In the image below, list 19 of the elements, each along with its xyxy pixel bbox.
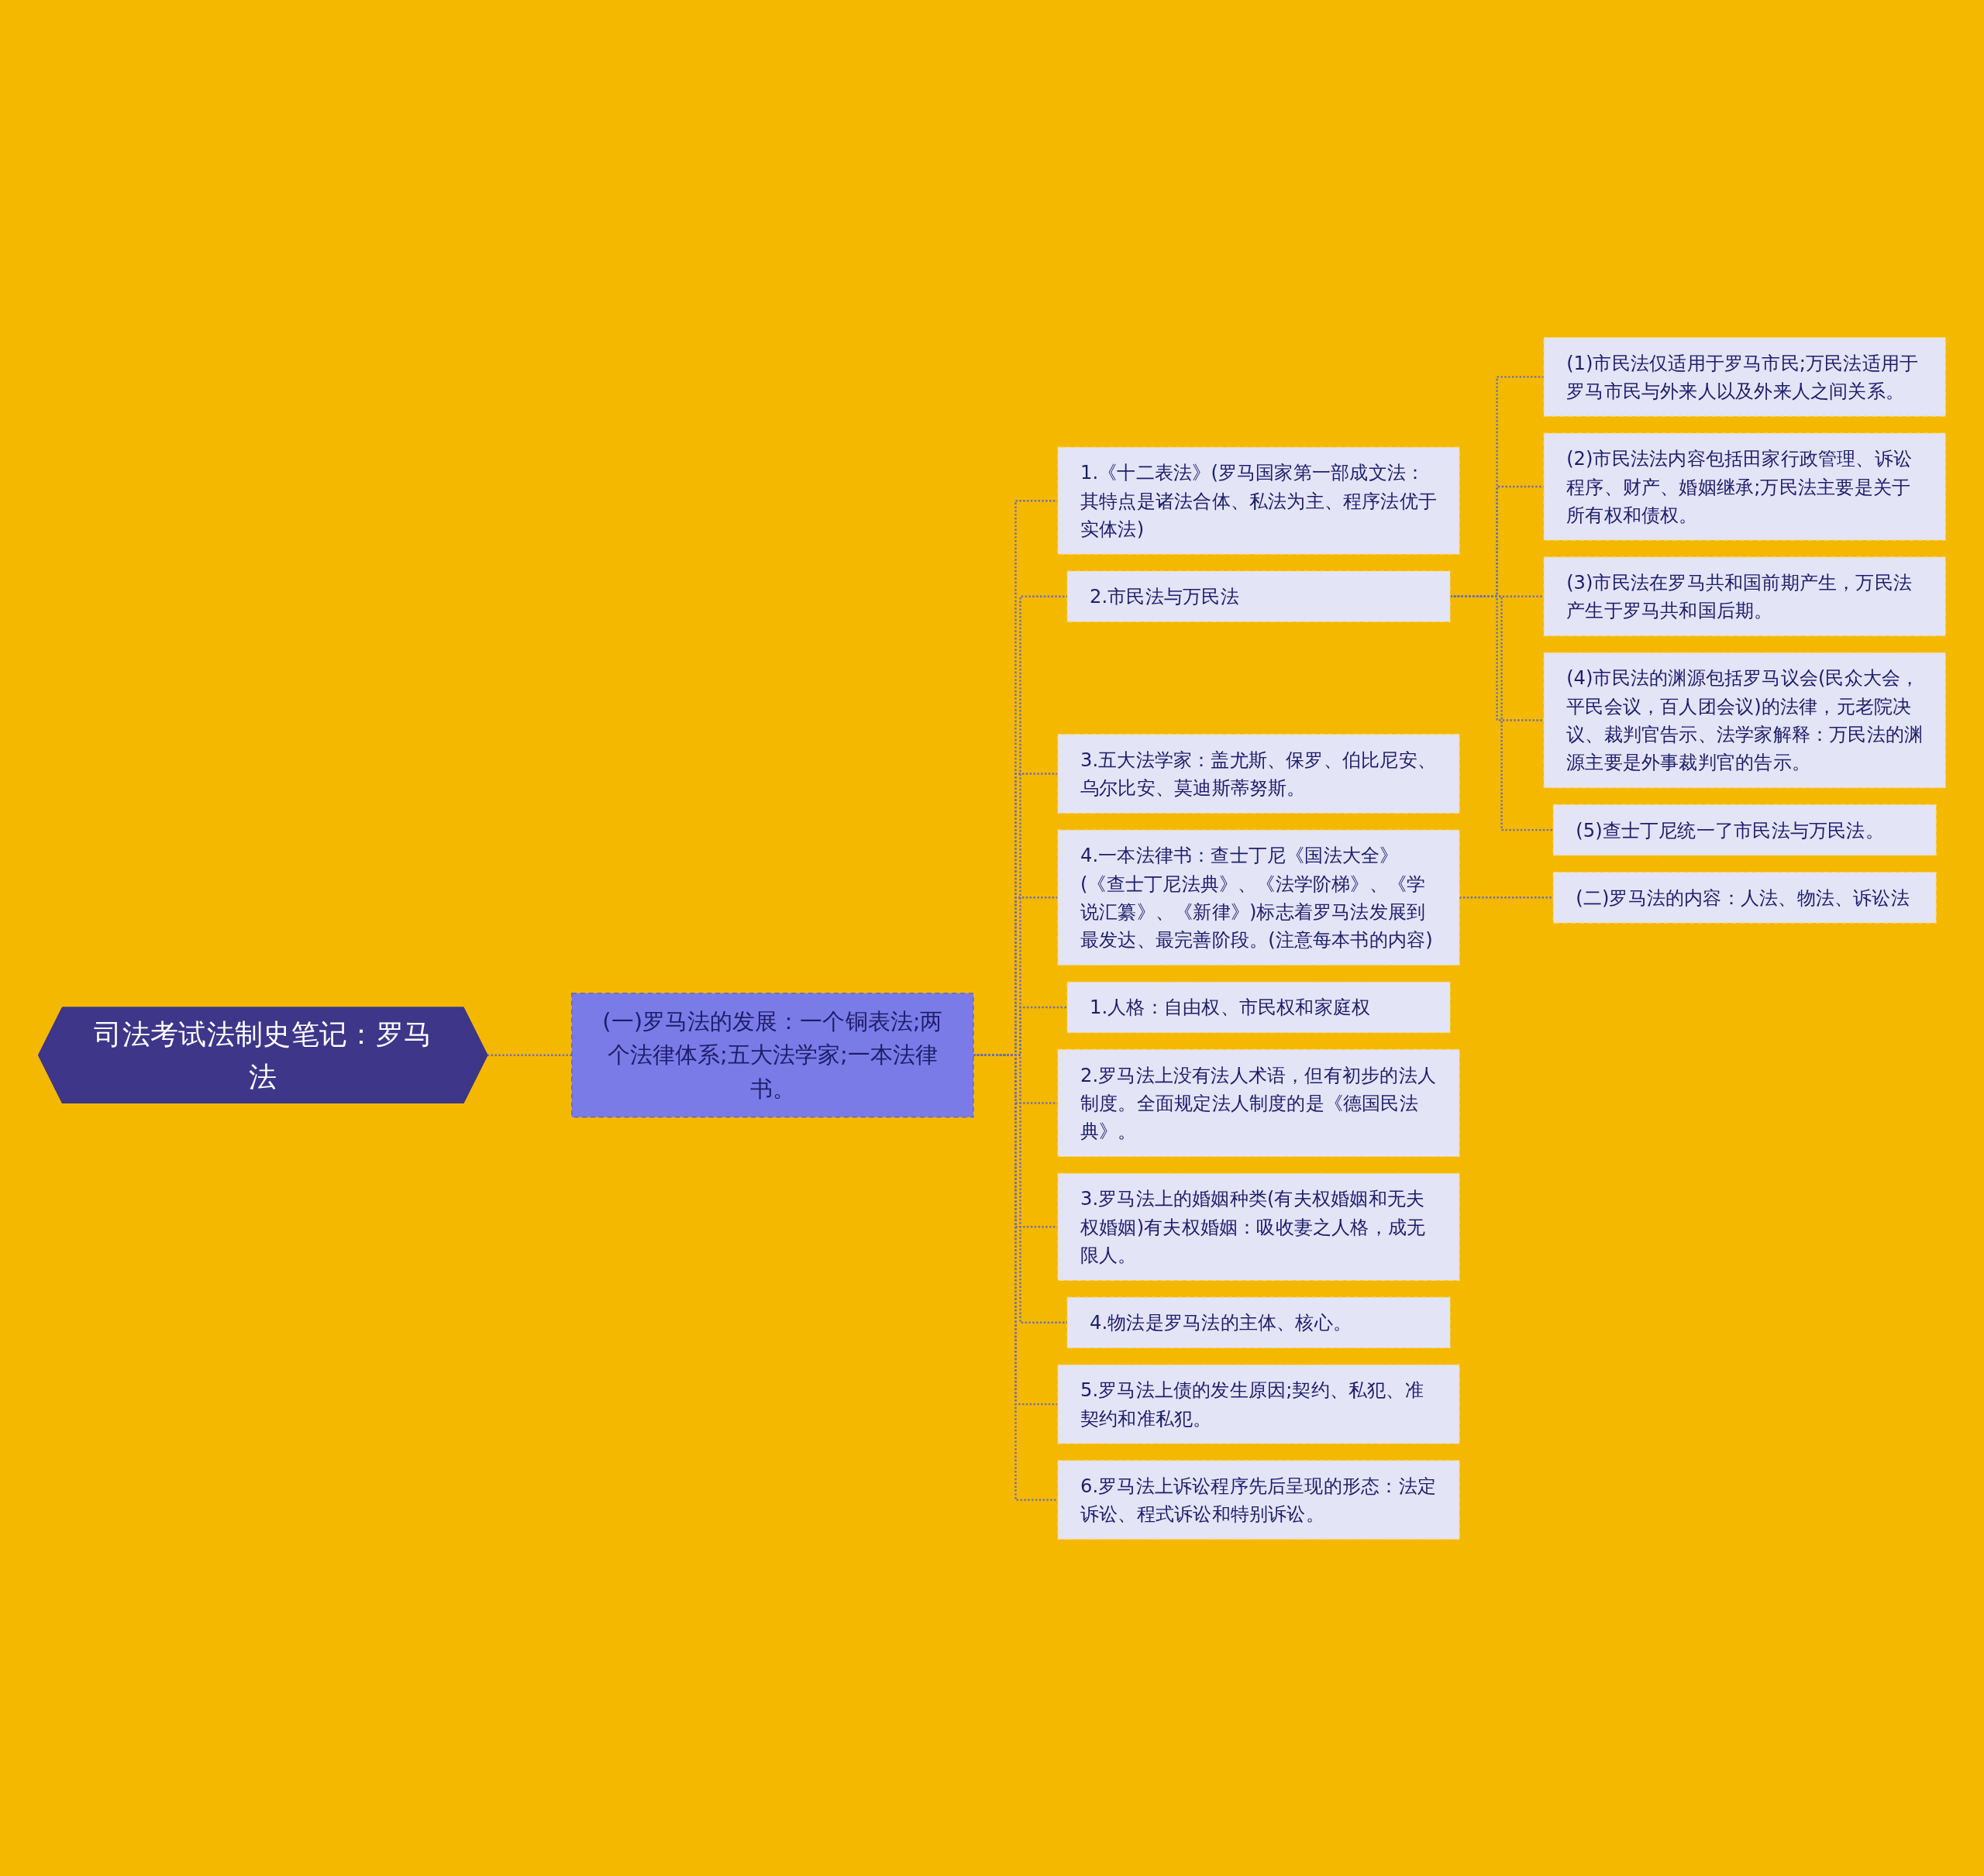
- node-box: 1.人格：自由权、市民权和家庭权: [1066, 981, 1451, 1033]
- node-box: 4.一本法律书：查士丁尼《国法大全》(《查士丁尼法典》、《法学阶梯》、《学说汇纂》、《新律》)标志着罗马法发展到最发达、最完善阶段。(注意每本书的内容): [1057, 829, 1460, 966]
- node-box: 2.罗马法上没有法人术语，但有初步的法人制度。全面规定法人制度的是《德国民法典》。: [1057, 1048, 1460, 1157]
- connector: [487, 1054, 572, 1056]
- node-box: (1)市民法仅适用于罗马市民;万民法适用于罗马市民与外来人以及外来人之间关系。: [1543, 336, 1946, 417]
- connector: [1459, 896, 1554, 899]
- node-box: 4.物法是罗马法的主体、核心。: [1066, 1296, 1451, 1348]
- node-box: (2)市民法法内容包括田家行政管理、诉讼程序、财产、婚姻继承;万民法主要是关于所有权和债权。: [1543, 432, 1946, 541]
- node-box: 6.罗马法上诉讼程序先后呈现的形态：法定诉讼、程式诉讼和特别诉讼。: [1057, 1459, 1460, 1540]
- node-box: (5)查士丁尼统一了市民法与万民法。: [1552, 804, 1937, 855]
- node-box: (二)罗马法的内容：人法、物法、诉讼法: [1552, 871, 1937, 924]
- node-box: 1.《十二表法》(罗马国家第一部成文法：其特点是诸法合体、私法为主、程序法优于实体法): [1057, 446, 1460, 555]
- node-box: (一)罗马法的发展：一个铜表法;两个法律体系;五大法学家;一本法律书。: [571, 992, 974, 1117]
- node-box: (3)市民法在罗马共和国前期产生，万民法产生于罗马共和国后期。: [1543, 556, 1946, 636]
- node-box: 5.罗马法上债的发生原因;契约、私犯、准契约和准私犯。: [1057, 1364, 1460, 1444]
- node-box: 3.罗马法上的婚姻种类(有夫权婚姻和无夫权婚姻)有夫权婚姻：吸收妻之人格，成无限人。: [1057, 1172, 1460, 1281]
- node-box: 2.市民法与万民法: [1066, 570, 1451, 622]
- node-box: 3.五大法学家：盖尤斯、保罗、伯比尼安、乌尔比安、莫迪斯蒂努斯。: [1057, 733, 1460, 814]
- node-box: (4)市民法的渊源包括罗马议会(民众大会，平民会议，百人团会议)的法律，元老院决议、裁判官告示、法学家解释：万民法的渊源主要是外事裁判官的告示。: [1543, 652, 1946, 788]
